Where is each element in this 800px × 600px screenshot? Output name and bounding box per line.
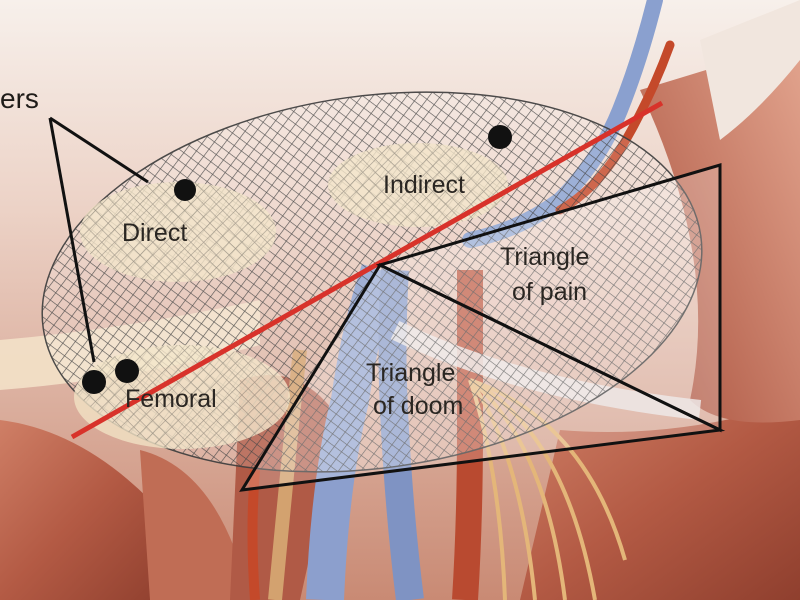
artery-lower-left [247, 469, 260, 600]
red-reference-line [70, 100, 664, 440]
muscle-lower-left-2 [140, 450, 250, 600]
label-fasteners: ers [0, 83, 39, 114]
fastener-dot-femoral-2 [115, 359, 139, 383]
label-triangle-doom-1: Triangle [366, 359, 455, 387]
muscle-lower-left [0, 420, 170, 600]
label-indirect: Indirect [383, 171, 465, 199]
label-triangle-doom-2: of doom [373, 392, 463, 420]
pointer-line-femoral [48, 117, 96, 363]
label-direct: Direct [122, 219, 187, 247]
fastener-dot-indirect [488, 125, 512, 149]
pointer-line-direct [49, 116, 149, 184]
muscle-lower-right [520, 400, 800, 600]
fastener-dot-femoral-1 [82, 370, 106, 394]
tendon-top-right [700, 0, 800, 140]
fastener-dot-direct [174, 179, 196, 201]
triangle-of-doom-outline [239, 263, 726, 492]
label-triangle-pain-1: Triangle [500, 243, 589, 271]
label-triangle-pain-2: of pain [512, 278, 587, 306]
label-femoral: Femoral [125, 385, 217, 413]
